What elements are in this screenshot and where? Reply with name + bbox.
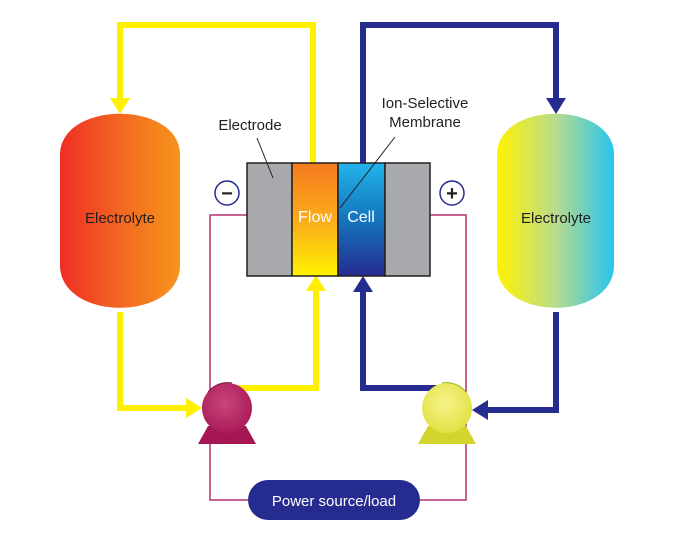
right-pump (418, 382, 476, 444)
anolyte-feed-pipe (230, 288, 319, 391)
left-tank-label: Electrolyte (85, 210, 155, 227)
anolyte-loop (117, 22, 319, 411)
positive-terminal: + (439, 180, 465, 206)
negative-terminal: − (214, 180, 240, 206)
negative-wire (209, 214, 248, 501)
electrode-label: Electrode (218, 117, 281, 134)
catholyte-supply-pipe (482, 312, 559, 413)
cell-label: Cell (347, 209, 375, 226)
electrode-leader (256, 137, 274, 179)
positive-terminal-sign: + (446, 183, 458, 205)
anolyte-arrow-up (306, 275, 326, 291)
left-tank: Electrolyte (60, 113, 180, 308)
right-tank: Electrolyte (497, 113, 614, 308)
catholyte-loop (360, 22, 559, 413)
anolyte-arrow-right (186, 398, 202, 418)
membrane-label-line1: Ion-Selective (382, 95, 469, 112)
right-tank-label: Electrolyte (521, 210, 591, 227)
left-pump (198, 382, 256, 444)
catholyte-arrow-left (472, 400, 488, 420)
catholyte-return-pipe (360, 22, 559, 163)
power-label: Power source/load (272, 493, 396, 510)
wiring (209, 214, 467, 501)
catholyte-arrow-down (546, 98, 566, 114)
membrane-leader (339, 136, 396, 209)
positive-wire (420, 214, 467, 501)
membrane-label-line2: Membrane (389, 114, 461, 131)
anolyte-arrow-down (110, 98, 130, 114)
catholyte-feed-pipe (360, 292, 438, 391)
catholyte-arrow-up (353, 276, 373, 292)
anolyte-return-pipe (117, 22, 316, 163)
anolyte-supply-pipe (117, 312, 192, 411)
flow-label: Flow (298, 209, 332, 226)
negative-terminal-sign: − (221, 183, 233, 205)
flow-cell-stack: Flow Cell (246, 162, 431, 277)
left-electrode (246, 162, 293, 277)
catholyte-half-cell (337, 162, 386, 277)
anolyte-half-cell (291, 162, 339, 277)
right-electrode (384, 162, 431, 277)
power-source-load: Power source/load (248, 480, 420, 520)
